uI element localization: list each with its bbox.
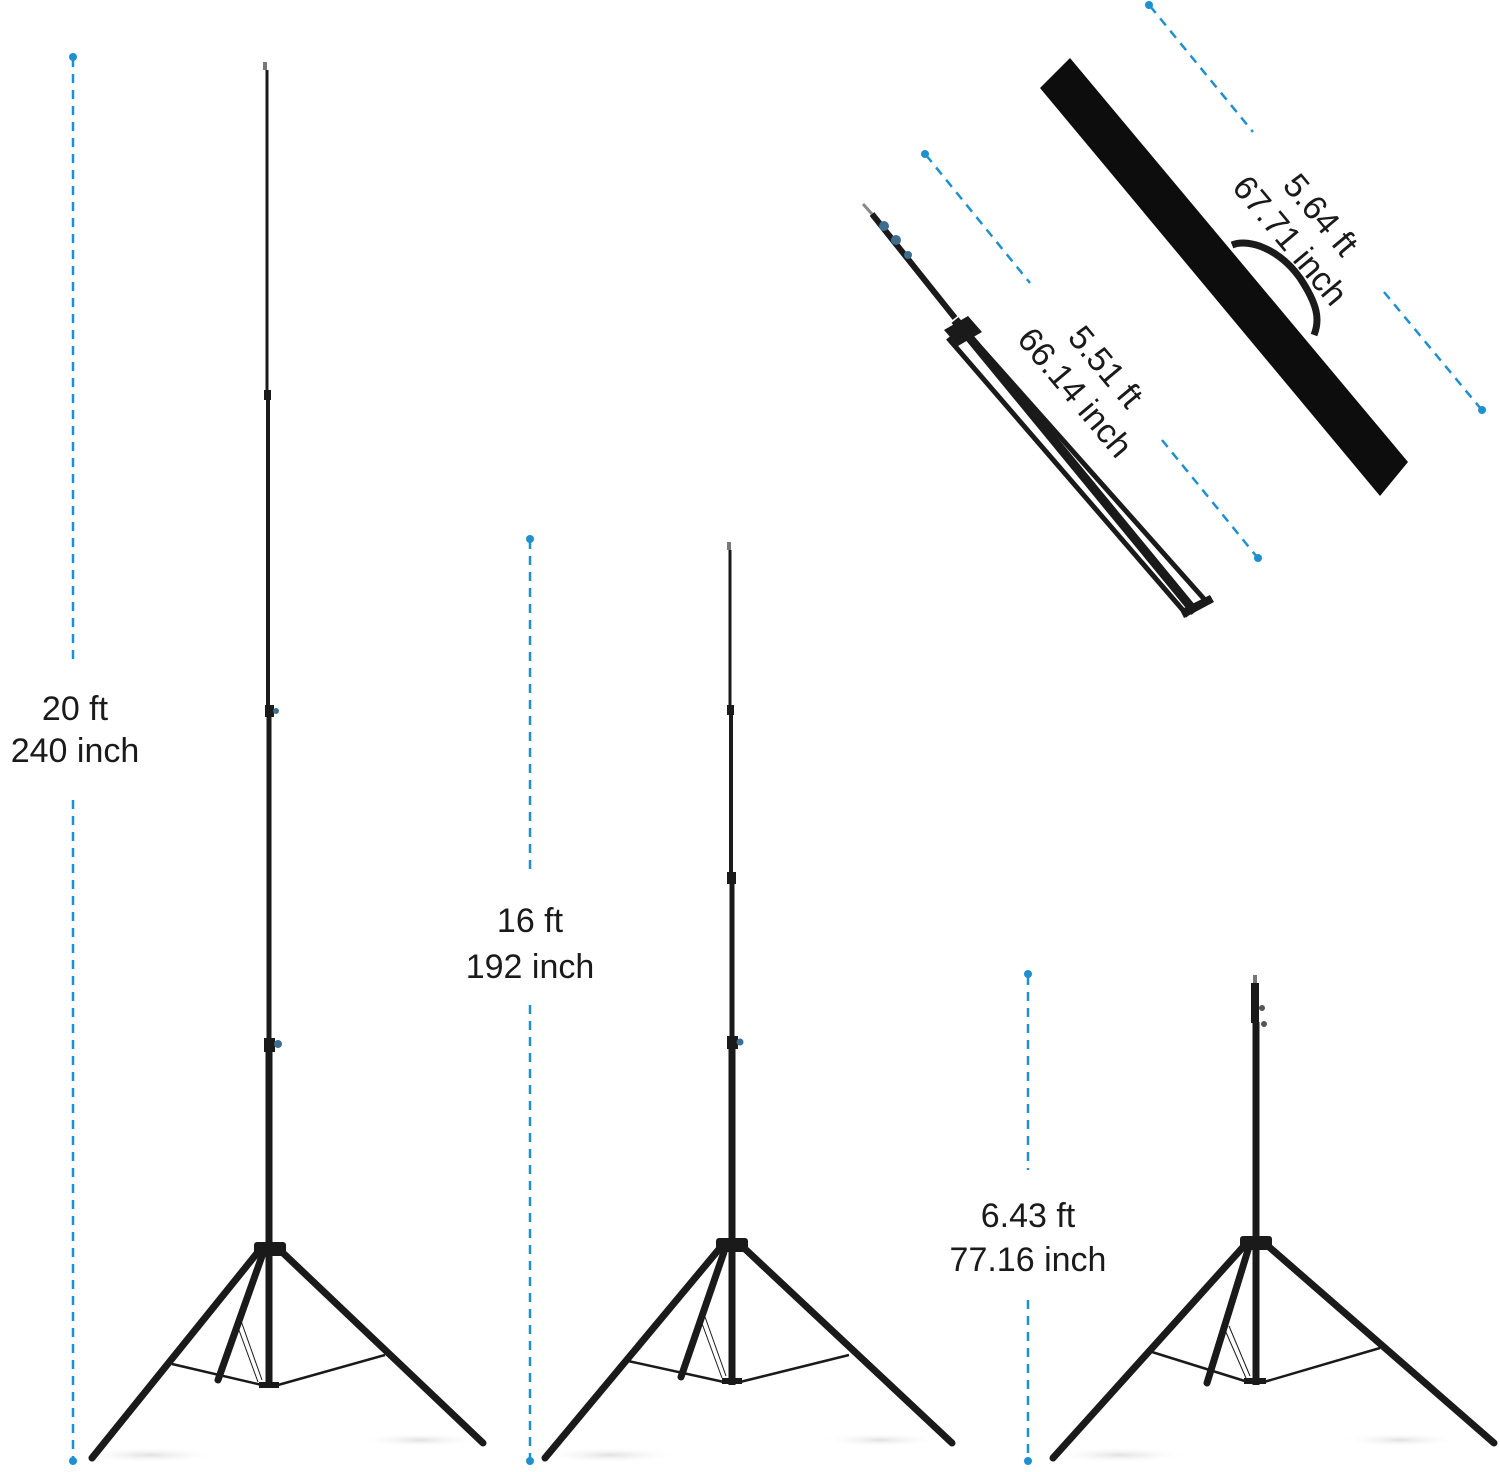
carry-bag-handle [1230,239,1321,337]
dimension-endpoint [526,535,534,543]
dimension-endpoint [921,150,929,158]
dimension-endpoint [1024,970,1032,978]
label-16ft-inches: 192 inch [465,948,595,986]
label-20ft-feet: 20 ft [41,690,109,728]
dimension-endpoint [1254,554,1262,562]
light-stand-min-height [1049,975,1498,1463]
dimension-endpoint [69,53,77,61]
dimension-endpoint [1478,406,1486,414]
label-min-height: 6.43 ft 77.16 inch [928,1194,1128,1282]
label-min-height-inches: 77.16 inch [949,1241,1107,1279]
label-16ft-feet: 16 ft [496,902,564,940]
light-stand-20ft [80,62,487,1463]
label-20ft: 20 ft 240 inch [0,688,160,772]
carry-bag [1040,58,1408,496]
label-16ft: 16 ft 192 inch [445,898,615,990]
dimension-line-carry-bag [1149,5,1482,410]
label-min-height-feet: 6.43 ft [980,1197,1076,1235]
dimension-endpoint [1145,1,1153,9]
dimension-line-folded-stand [925,154,1258,558]
dimension-endpoint [69,1457,77,1465]
light-stand-16ft [540,542,956,1463]
dimension-endpoint [526,1457,534,1465]
dimension-endpoint [1024,1457,1032,1465]
label-20ft-inches: 240 inch [10,732,140,770]
folded-light-stand [861,202,1214,618]
carry-bag-body [1040,58,1408,496]
